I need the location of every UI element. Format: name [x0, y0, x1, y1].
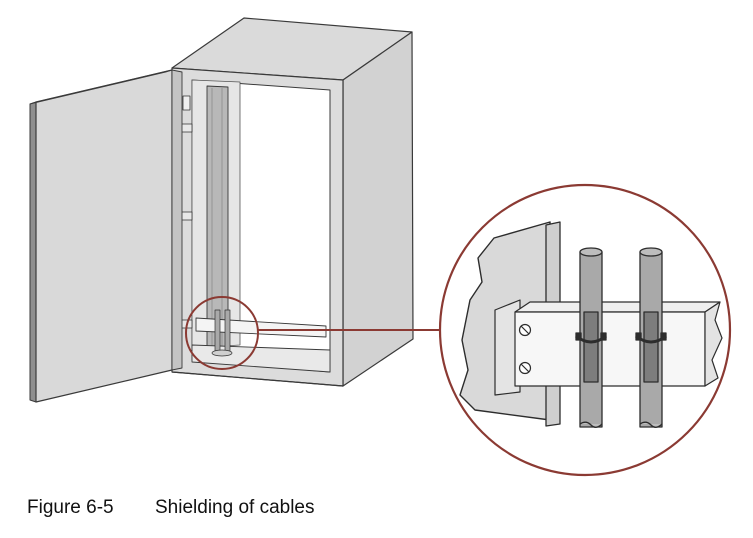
detail-screws: [518, 323, 532, 375]
detail-bracket: [494, 299, 521, 396]
door-edge: [29, 101, 37, 403]
cabinet-cable-1: [214, 309, 221, 353]
cabinet-side: [342, 31, 414, 387]
callout-source-circle: [185, 296, 259, 370]
hinge-block: [182, 95, 191, 111]
detail-cable-2: [635, 247, 667, 428]
detail-cable-1: [575, 247, 607, 428]
figure-number: Figure 6-5: [27, 497, 114, 518]
cabinet-door: [29, 69, 193, 403]
detail-view: [438, 183, 732, 477]
figure-caption: Figure 6-5 Shielding of cables: [27, 497, 315, 519]
cabinet: [171, 17, 414, 387]
callout-detail-circle: [438, 183, 732, 477]
cabinet-cable-2: [224, 309, 231, 353]
cabinet-illustration: [29, 17, 732, 477]
callout: [185, 296, 440, 370]
door-panel: [35, 69, 173, 403]
detail-shield-bar-top: [514, 301, 721, 313]
detail-shield-bar-front: [514, 311, 706, 387]
figure-title: Shielding of cables: [155, 497, 315, 518]
